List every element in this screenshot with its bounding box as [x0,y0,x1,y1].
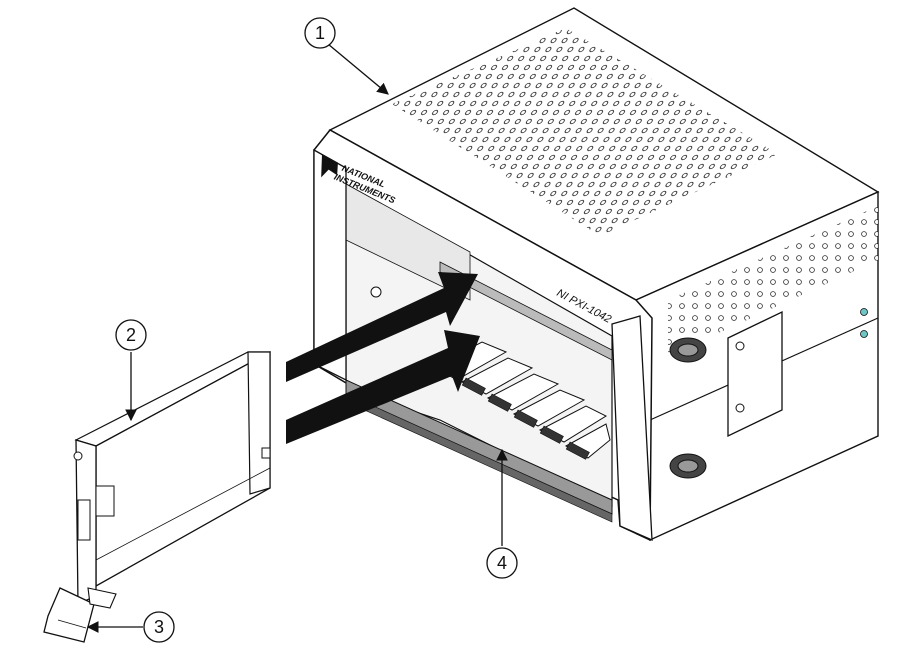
module-front-window [77,499,91,541]
callout-1-leader [327,43,389,95]
insertion-arrow-upper [286,272,478,382]
insertion-arrows [286,272,480,444]
pxi-module [73,350,271,605]
ejector-handle-lever [87,587,117,609]
chassis: NATIONAL INSTRUMENTS NI PXI-1042 [313,7,880,542]
ejector-handle-detail [57,619,87,629]
slot-bar-3 [487,393,512,412]
module-captive-screw [73,451,83,461]
teal-screw-upper [860,308,868,316]
callout-1: 1 [304,17,389,95]
callout-3-circle [143,611,175,643]
eagle-icon [321,154,338,178]
callout-3: 3 [86,611,175,643]
callout-4: 4 [486,448,518,579]
teal-screw-lower [860,330,868,338]
left-post-screw [370,286,382,298]
side-handle-lower-inner [677,459,699,473]
module-rear-notch [261,447,271,459]
callout-1-circle [304,17,336,49]
ejector-handle [43,587,117,643]
slot-bar-6 [565,441,590,460]
side-handle-upper-inner [677,343,699,357]
side-plate-screw-top [735,341,745,351]
insertion-arrow-lower [286,330,480,444]
callout-4-number: 4 [497,553,507,573]
right-bezel-post [611,315,653,542]
callout-3-number: 3 [154,617,164,637]
module-connector-block [95,485,115,517]
callout-2-number: 2 [126,325,136,345]
module-rear-connector [247,351,271,495]
slot-bar-4 [513,409,538,428]
top-inner-rail [439,261,613,361]
callout-1-number: 1 [315,23,325,43]
slot-bar-5 [539,425,564,444]
top-vent-grid [392,28,778,236]
callout-4-circle [486,547,518,579]
ejector-handle-body [43,587,95,643]
side-vent-area [668,206,878,356]
module-board-edge [95,467,271,561]
callout-2-circle [115,319,147,351]
callout-2: 2 [115,319,147,422]
side-plate-screw-bottom [735,403,745,413]
slot-bar-2 [461,377,486,396]
